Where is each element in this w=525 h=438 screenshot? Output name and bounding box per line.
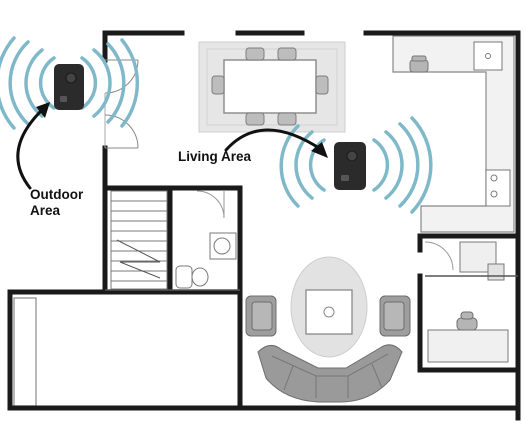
outdoor-area-label-line2: Area: [30, 203, 61, 218]
bath-toilet: [175, 265, 193, 289]
outdoor-camera-signal: [0, 36, 140, 130]
kitchen-stool: [409, 55, 429, 73]
kitchen: [392, 35, 515, 233]
outdoor-area-label-line1: Outdoor: [30, 187, 84, 202]
outdoor-camera-icon: [54, 64, 84, 110]
stairs: [110, 190, 168, 290]
sectional-sofa: [257, 344, 403, 403]
bath-door-swing: [196, 190, 225, 219]
arrow-to-living-camera: [224, 128, 324, 152]
living-area-label: Living Area: [178, 149, 252, 164]
laundry-counter: [427, 329, 509, 363]
arrow-to-outdoor-camera: [16, 106, 46, 190]
walls: [7, 30, 521, 421]
kitchen-stove: [485, 169, 511, 207]
garage: [12, 292, 238, 407]
laundry-room: [424, 241, 509, 363]
dining-area: [198, 41, 346, 133]
indoor-camera-icon: [334, 142, 366, 190]
thin-walls: [105, 275, 518, 291]
armchairs: [245, 295, 411, 337]
kitchen-sink: [473, 41, 503, 71]
curved-arrow-icon: [16, 106, 324, 190]
dining-rug-inner: [206, 48, 338, 126]
coffee-table: [305, 289, 353, 335]
dining-table: [223, 59, 317, 114]
bathroom: [175, 190, 237, 289]
dining-chairs: [211, 47, 329, 126]
living-room-furniture: [245, 256, 411, 403]
arrowheads: [36, 102, 328, 158]
laundry-stool: [456, 311, 478, 331]
